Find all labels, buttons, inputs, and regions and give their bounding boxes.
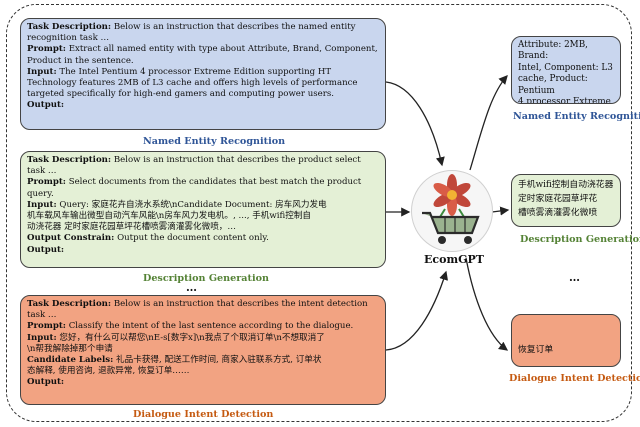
field-text: Output the document content only. (114, 233, 269, 244)
field-text: task … (27, 166, 57, 177)
field-label: Output: (27, 377, 65, 388)
intent-task-line: task … (27, 310, 379, 321)
desc-task-box: Task Description: Below is an instructio… (20, 151, 386, 268)
intent-task-line: \n帮我解除掉那个申请 (27, 344, 379, 355)
flower-shopping-cart-icon (422, 174, 480, 244)
field-label: Output Constrain: (27, 233, 115, 244)
desc-output-line: 槽喷雾滴灌雾化微喷 (518, 208, 598, 218)
intent-task-line: Input: 您好，有什么可以帮您\nE-s[数字x]\n我点了个取消订单\n不… (27, 333, 379, 344)
field-text: targeted specifically for high-end gamer… (27, 89, 335, 100)
desc-task-line: Task Description: Below is an instructio… (27, 155, 379, 166)
ner-task-box: Task Description: Below is an instructio… (20, 18, 386, 130)
field-label: Candidate Labels: (27, 355, 114, 366)
ecomgpt-logo (411, 170, 493, 252)
arrow-model-to-desc-output (491, 206, 510, 216)
field-text: Below is an instruction that describes t… (111, 22, 356, 32)
arrow-model-to-intent-output (465, 257, 509, 351)
field-label: Prompt: (27, 44, 66, 55)
field-label: Input: (27, 199, 57, 210)
ner-task-line: Output: (27, 100, 379, 111)
left-ellipsis: … (186, 281, 197, 294)
intent-task-line: Candidate Labels: 礼品卡获得, 配送工作时间, 商家入驻联系方… (27, 355, 379, 366)
desc-task-line: 动浇花器 定时家庭花园草坪花槽喷雾滴灌雾化微喷，… (27, 222, 379, 233)
desc-task-line: 机车载风车输出微型自动汽车风能\n房车风力发电机。, ..., 手机wifi控制… (27, 211, 379, 222)
field-label: Task Description: (27, 299, 112, 309)
intent-task-line: Task Description: Below is an instructio… (27, 299, 379, 310)
intent-output-caption: Dialogue Intent Detection (509, 373, 640, 384)
desc-output-box: 手机wifi控制自动浇花器定时家庭花园草坪花槽喷雾滴灌雾化微喷 (511, 174, 621, 227)
intent-task-line: Output: (27, 377, 379, 388)
ner-task-caption: Named Entity Recognition (143, 136, 286, 147)
field-text: The Intel Pentium 4 processor Extreme Ed… (56, 66, 332, 77)
field-text: recognition task … (27, 33, 110, 44)
field-text: Extract all named entity with type about… (65, 44, 378, 55)
ner-output-line: Attribute: 2MB, Brand: (518, 40, 588, 62)
model-title: EcomGPT (424, 253, 484, 266)
field-text: Select documents from the candidates tha… (65, 177, 362, 188)
field-label: Output: (27, 100, 65, 111)
field-text: Classify the intent of the last sentence… (65, 321, 354, 332)
field-label: Prompt: (27, 177, 66, 188)
field-label: Input: (27, 66, 57, 77)
ner-task-line: Prompt: Extract all named entity with ty… (27, 44, 379, 55)
desc-task-line: Input: Query: 家庭花卉自浇水系统\nCandidate Docum… (27, 200, 379, 211)
ner-task-line: Product in the sentence. (27, 56, 379, 67)
field-text: Below is an instruction that describes t… (111, 155, 361, 165)
field-text: Query: 家庭花卉自浇水系统\nCandidate Document: 房车… (56, 199, 327, 210)
field-text: 礼品卡获得, 配送工作时间, 商家入驻联系方式, 订单状 (113, 355, 322, 366)
desc-output-caption: Description Generation (520, 234, 640, 245)
arrow-intent-to-model (385, 270, 448, 351)
field-text: 态解释, 使用咨询, 退款异常, 恢复订单…… (27, 366, 190, 377)
arrow-model-to-ner-output (469, 75, 508, 171)
field-label: Input: (27, 332, 57, 343)
field-text: Below is an instruction that describes t… (111, 299, 368, 309)
desc-output-line: 定时家庭花园草坪花 (518, 194, 598, 204)
field-label: Prompt: (27, 321, 66, 332)
field-label: Task Description: (27, 22, 112, 32)
desc-task-line: Output: (27, 245, 379, 256)
field-text: Product in the sentence. (27, 55, 134, 66)
intent-task-caption: Dialogue Intent Detection (133, 409, 274, 420)
desc-task-line: task … (27, 166, 379, 177)
ner-output-caption: Named Entity Recognition (513, 111, 640, 122)
desc-task-line: Output Constrain: Output the document co… (27, 233, 379, 244)
ner-task-line: Technology features 2MB of L3 cache and … (27, 78, 379, 89)
ner-task-line: Task Description: Below is an instructio… (27, 22, 379, 33)
intent-output-box: 恢复订单 (511, 314, 621, 367)
intent-task-box: Task Description: Below is an instructio… (20, 295, 386, 405)
field-label: Task Description: (27, 155, 112, 165)
ner-task-line: recognition task … (27, 33, 379, 44)
field-text: query. (27, 188, 54, 199)
arrow-ner-to-model (385, 81, 445, 167)
ner-output-line: cache, Product: Pentium (518, 74, 588, 96)
ner-output-line: 4 processor Extreme (518, 97, 611, 104)
ner-task-line: targeted specifically for high-end gamer… (27, 89, 379, 100)
outer-dashed-frame (6, 4, 632, 422)
ner-output-box: Attribute: 2MB, Brand:Intel, Component: … (511, 36, 621, 104)
field-text: 动浇花器 定时家庭花园草坪花槽喷雾滴灌雾化微喷，… (27, 222, 236, 233)
field-text: task … (27, 310, 57, 321)
intent-task-line: 态解释, 使用咨询, 退款异常, 恢复订单…… (27, 366, 379, 377)
intent-task-line: Prompt: Classify the intent of the last … (27, 321, 379, 332)
desc-task-line: query. (27, 189, 379, 200)
right-ellipsis: … (569, 271, 580, 284)
intent-output-line: 恢复订单 (518, 345, 554, 355)
field-text: Technology features 2MB of L3 cache and … (27, 78, 358, 89)
desc-task-caption: Description Generation (143, 273, 269, 284)
field-text: 机车载风车输出微型自动汽车风能\n房车风力发电机。, ..., 手机wifi控制… (27, 211, 312, 222)
field-label: Output: (27, 244, 65, 255)
field-text: \n帮我解除掉那个申请 (27, 343, 113, 354)
ner-output-line: Intel, Component: L3 (518, 62, 613, 73)
desc-output-line: 手机wifi控制自动浇花器 (518, 180, 614, 190)
ner-task-line: Input: The Intel Pentium 4 processor Ext… (27, 67, 379, 78)
field-text: 您好，有什么可以帮您\nE-s[数字x]\n我点了个取消订单\n不想取消了 (56, 332, 325, 343)
desc-task-line: Prompt: Select documents from the candid… (27, 177, 379, 188)
